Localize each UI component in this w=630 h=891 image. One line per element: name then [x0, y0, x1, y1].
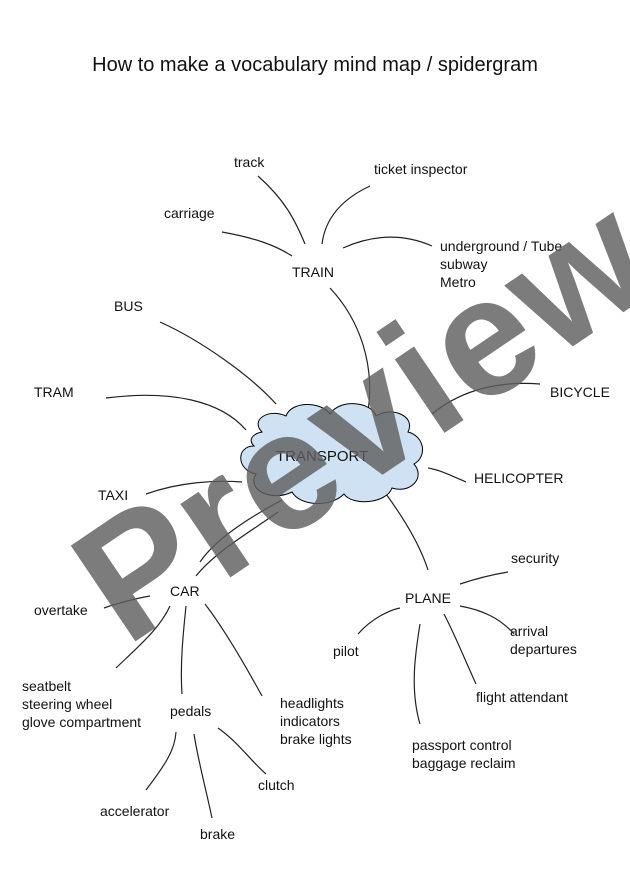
node-lights-line-2: indicators [280, 713, 340, 729]
node-lights-line-1: headlights [280, 695, 344, 711]
node-car-interior-line-2: steering wheel [22, 696, 113, 712]
node-train: TRAIN [292, 264, 334, 280]
page-title: How to make a vocabulary mind map / spid… [92, 54, 538, 76]
line-security [459, 571, 509, 585]
line-ticket-inspector [321, 185, 371, 245]
node-arrival-line-1: arrival [510, 623, 549, 639]
line-brake [193, 733, 213, 819]
node-underground: underground / Tube subway Metro [440, 237, 562, 291]
node-bus: BUS [114, 298, 143, 314]
node-underground-line-3: Metro [440, 274, 476, 290]
center-node: TRANSPORT [276, 448, 369, 465]
node-overtake: overtake [34, 602, 88, 618]
node-brake: brake [200, 826, 236, 842]
line-taxi [145, 480, 243, 495]
node-lights: headlights indicators brake lights [280, 694, 352, 748]
line-arrival [459, 605, 515, 635]
line-accelerator [145, 731, 177, 791]
line-car-2 [195, 511, 279, 577]
line-headlights [204, 603, 263, 697]
line-flight-attendant [443, 613, 477, 685]
node-helicopter: HELICOPTER [474, 470, 564, 486]
line-clutch [217, 727, 267, 775]
node-passport: passport control baggage reclaim [412, 736, 516, 772]
node-lights-line-3: brake lights [280, 731, 352, 747]
node-pedals: pedals [170, 703, 212, 719]
line-pedals [180, 605, 187, 695]
line-passport [413, 623, 421, 725]
line-track [257, 175, 306, 245]
node-car-interior: seatbelt steering wheel glove compartmen… [22, 677, 141, 731]
line-overtake [103, 595, 151, 609]
line-carriage [221, 231, 293, 257]
node-car-interior-line-1: seatbelt [22, 678, 72, 694]
node-pilot: pilot [333, 643, 359, 659]
node-security: security [511, 550, 560, 566]
line-underground [342, 236, 433, 249]
line-bicycle [431, 382, 541, 415]
node-track: track [234, 154, 265, 170]
line-tram [105, 394, 247, 431]
transport-cloud [240, 403, 423, 505]
line-pilot [357, 607, 401, 635]
node-plane: PLANE [405, 590, 451, 606]
node-taxi: TAXI [98, 487, 129, 503]
node-arrival: arrival departures [510, 622, 577, 658]
node-car-interior-line-3: glove compartment [22, 714, 142, 730]
node-flight-attendant: flight attendant [476, 689, 568, 705]
line-seatbelt [115, 605, 171, 669]
node-clutch: clutch [258, 777, 295, 793]
node-ticket-inspector: ticket inspector [374, 161, 468, 177]
line-bus [159, 321, 277, 405]
node-carriage: carriage [164, 205, 215, 221]
node-car: CAR [170, 583, 200, 599]
line-plane-center [385, 493, 429, 571]
node-arrival-line-2: departures [510, 641, 577, 657]
line-car-1 [199, 499, 283, 563]
node-underground-line-2: subway [440, 256, 488, 272]
node-underground-line-1: underground / Tube [440, 238, 563, 254]
node-accelerator: accelerator [100, 803, 170, 819]
line-helicopter [427, 467, 467, 483]
node-passport-line-1: passport control [412, 737, 512, 753]
node-tram: TRAM [34, 384, 74, 400]
node-bicycle: BICYCLE [550, 384, 610, 400]
line-train-center [329, 287, 371, 413]
node-passport-line-2: baggage reclaim [412, 755, 516, 771]
